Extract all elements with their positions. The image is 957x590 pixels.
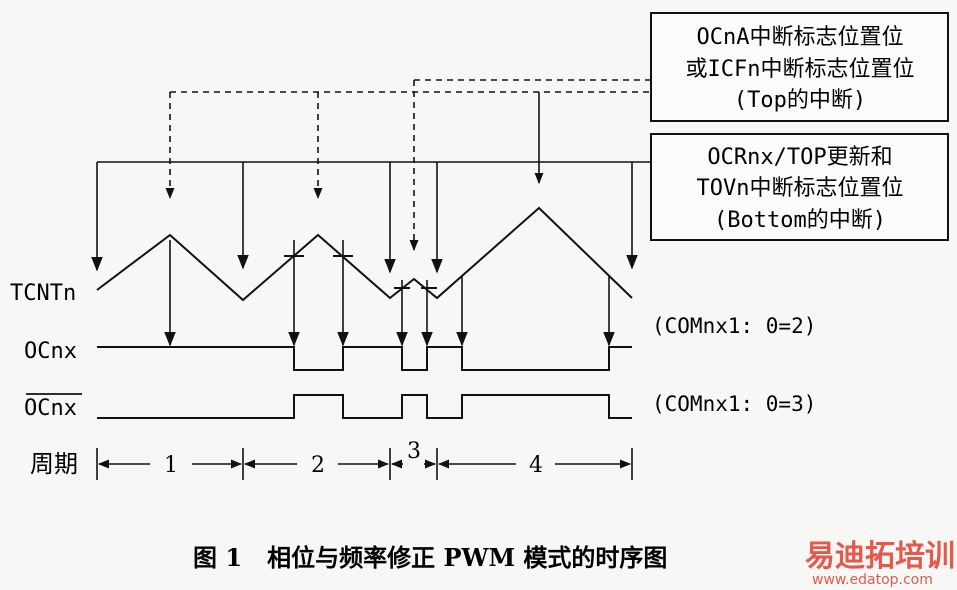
period-1: 1 xyxy=(164,453,178,478)
top-interrupt-box: OCnA中断标志位置位 或ICFn中断标志位置位 (Top的中断) xyxy=(650,12,949,122)
period-3: 3 xyxy=(407,439,421,464)
top-box-line1: OCnA中断标志位置位 xyxy=(697,25,904,50)
bottom-box-line2: TOVn中断标志位置位 xyxy=(697,176,904,201)
watermark-logo: 易迪拓培训 www.edatop.com xyxy=(805,539,955,588)
bottom-interrupt-arrows xyxy=(91,161,651,274)
label-period: 周期 xyxy=(30,450,78,478)
bottom-interrupt-box: OCRnx/TOP更新和 TOVn中断标志位置位 (Bottom的中断) xyxy=(650,133,949,241)
label-tcnt: TCNTn xyxy=(10,281,76,306)
top-box-line3: (Top的中断) xyxy=(734,88,866,113)
ocnx-waveform xyxy=(97,346,632,371)
mode3-label: (COMnx1: 0=3) xyxy=(652,392,816,416)
label-ocnx-inverted: OCnx xyxy=(24,396,77,421)
period-2: 2 xyxy=(311,453,325,478)
period-markers xyxy=(96,448,633,480)
bottom-box-line3: (Bottom的中断) xyxy=(714,208,886,233)
mode2-label: (COMnx1: 0=2) xyxy=(652,314,816,338)
tcnt-waveform xyxy=(96,206,633,302)
figure-caption: 图 1 相位与频率修正 PWM 模式的时序图 xyxy=(193,543,667,572)
watermark-url: www.edatop.com xyxy=(812,572,933,588)
ocnx-inverted-waveform xyxy=(97,394,632,419)
bottom-box-line1: OCRnx/TOP更新和 xyxy=(707,145,892,170)
period-4: 4 xyxy=(529,453,543,478)
watermark-brand: 易迪拓培训 xyxy=(805,539,955,574)
ocnx-trigger-arrows xyxy=(164,240,615,347)
label-ocnx: OCnx xyxy=(24,339,77,364)
top-interrupt-dashed-arrows xyxy=(165,79,651,252)
top-box-line2: 或ICFn中断标志位置位 xyxy=(686,57,915,82)
